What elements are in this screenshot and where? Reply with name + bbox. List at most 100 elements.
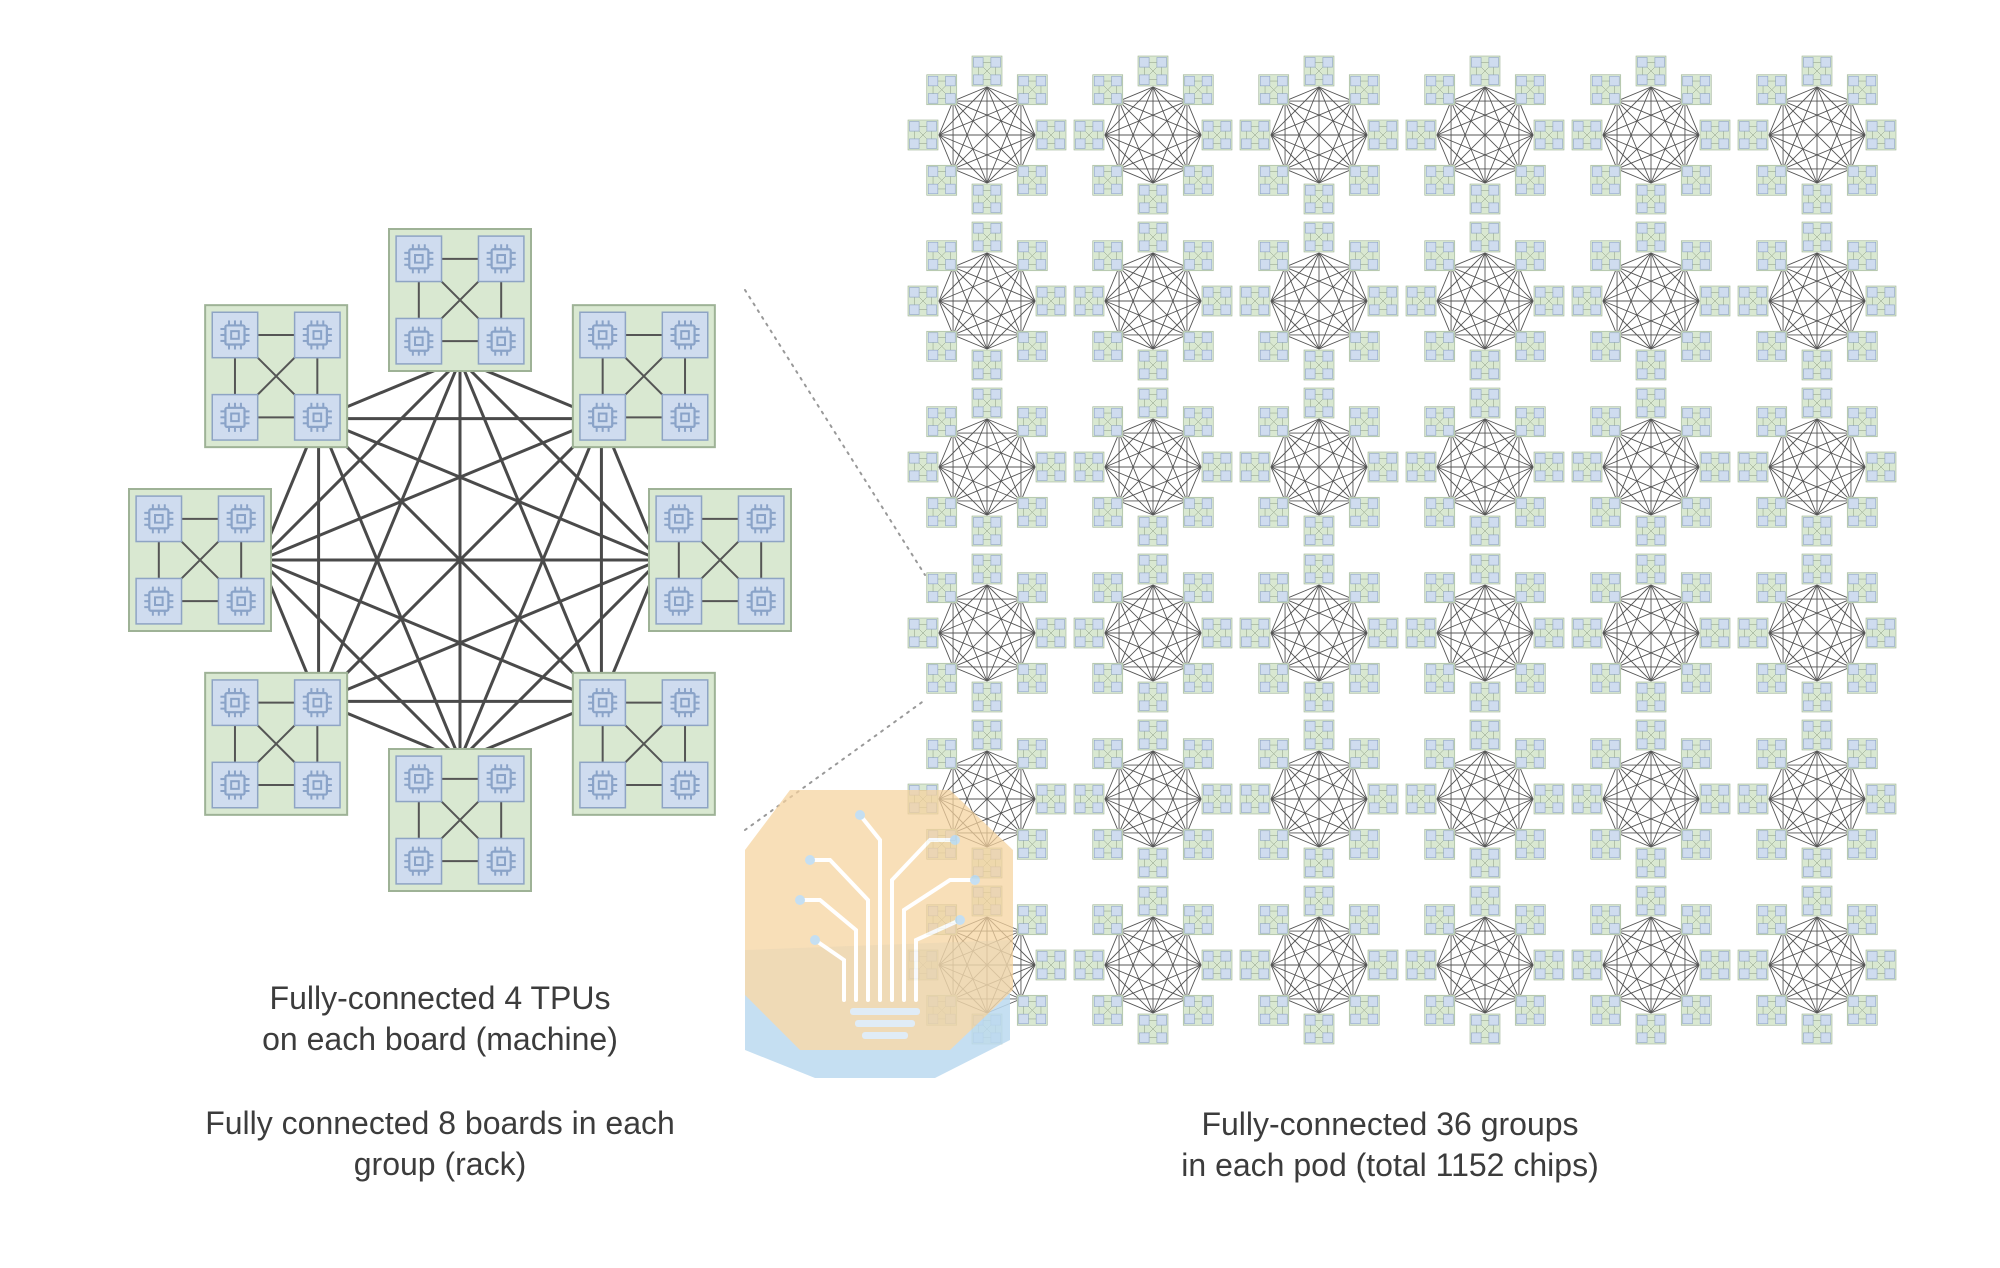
board [1367, 451, 1399, 483]
cpu-chip-icon [973, 185, 984, 196]
edge-line [1616, 168, 1652, 184]
cpu-chip-icon [1367, 241, 1379, 253]
cpu-chip-icon [1756, 453, 1767, 464]
cpu-chip-icon [1386, 453, 1397, 464]
cpu-chip-icon [655, 577, 703, 625]
edge-line [1270, 134, 1286, 170]
cpu-chip-icon [945, 259, 956, 270]
cpu-chip-icon [1637, 223, 1648, 234]
cpu-chip-icon [1093, 923, 1105, 934]
board [204, 304, 349, 449]
cpu-chip-icon [1035, 166, 1047, 177]
cpu-chip-icon [1488, 887, 1499, 898]
edge-line [1186, 598, 1202, 634]
cpu-chip-icon [1590, 138, 1601, 149]
edge-line [1118, 764, 1188, 834]
cpu-chip-icon [1407, 121, 1418, 132]
pod-group [1405, 221, 1565, 381]
edge-line [1318, 584, 1354, 600]
board [1182, 662, 1214, 694]
board [1092, 240, 1124, 272]
cpu-chip-icon [1699, 183, 1711, 195]
cpu-chip-icon [1037, 785, 1048, 796]
cpu-chip-icon [1535, 304, 1546, 315]
board [1239, 783, 1271, 815]
board [1016, 330, 1048, 362]
cpu-chip-icon [1590, 619, 1601, 630]
edge-line [1118, 764, 1202, 800]
rack-group [128, 228, 792, 892]
cpu-chip-icon [1867, 121, 1878, 132]
cpu-chip-icon [1699, 847, 1711, 859]
cpu-chip-icon [1201, 757, 1213, 768]
cpu-chip-icon [1848, 349, 1859, 361]
cpu-chip-icon [945, 757, 956, 768]
edge-line [1650, 168, 1686, 184]
edge-line [1118, 252, 1154, 268]
cpu-chip-icon [990, 572, 1001, 583]
cpu-chip-icon [1425, 93, 1437, 104]
cpu-chip-icon [661, 679, 709, 727]
rack-complete-graph [1270, 584, 1368, 682]
edge-line [1816, 500, 1852, 516]
board [1348, 828, 1380, 860]
cpu-chip-icon [1369, 121, 1380, 132]
board [1137, 349, 1169, 381]
cpu-chip-icon [1018, 923, 1029, 934]
cpu-chip-icon [1305, 351, 1316, 362]
cpu-chip-icon [1035, 573, 1047, 585]
cpu-chip-icon [1277, 407, 1288, 419]
board [1137, 515, 1169, 547]
edge-line [1850, 100, 1866, 136]
cpu-chip-icon [1367, 498, 1379, 509]
board [1303, 553, 1335, 585]
pod-group [1073, 719, 1233, 879]
cpu-chip-icon [990, 351, 1001, 362]
cpu-chip-icon [1018, 183, 1029, 195]
board [1680, 738, 1712, 770]
cpu-chip-icon [1533, 241, 1545, 253]
cpu-chip-icon [990, 185, 1001, 196]
cpu-chip-icon [1803, 904, 1814, 915]
cpu-chip-icon [1682, 830, 1693, 841]
cpu-chip-icon [1156, 683, 1167, 694]
cpu-chip-icon [1184, 923, 1195, 934]
board [1424, 406, 1456, 438]
cpu-chip-icon [1637, 389, 1648, 400]
cpu-chip-icon [1201, 259, 1213, 270]
cpu-chip-icon [1471, 721, 1482, 732]
edge-line [1816, 168, 1852, 184]
board [1514, 496, 1546, 528]
edge-line [1284, 666, 1320, 682]
cpu-chip-icon [1609, 498, 1620, 509]
cpu-chip-icon [1092, 636, 1103, 647]
cpu-chip-icon [1322, 683, 1333, 694]
cpu-chip-icon [909, 636, 920, 647]
cpu-chip-icon [1075, 453, 1086, 464]
cpu-chip-icon [1533, 425, 1545, 436]
cpu-chip-icon [1756, 121, 1767, 132]
cpu-chip-icon [1424, 121, 1435, 132]
cpu-chip-icon [1093, 515, 1105, 527]
cpu-chip-icon [1757, 1013, 1769, 1025]
cpu-chip-icon [1369, 304, 1380, 315]
cpu-chip-icon [1201, 573, 1213, 585]
board [1635, 515, 1667, 547]
cpu-chip-icon [1201, 905, 1213, 917]
cpu-chip-icon [1591, 681, 1603, 693]
cpu-chip-icon [1775, 905, 1786, 917]
cpu-chip-icon [1775, 241, 1786, 253]
cpu-chip-icon [1407, 619, 1418, 630]
cpu-chip-icon [1756, 785, 1767, 796]
cpu-chip-icon [1367, 93, 1379, 104]
edge-line [1616, 764, 1686, 834]
edge-line [986, 500, 1022, 516]
cpu-chip-icon [1093, 681, 1105, 693]
board [907, 119, 939, 151]
board [1801, 515, 1833, 547]
cpu-chip-icon [1533, 830, 1545, 841]
cpu-chip-icon [1718, 138, 1729, 149]
edge-line [952, 764, 1036, 800]
cpu-chip-icon [1820, 849, 1831, 860]
rack-complete-graph [1768, 86, 1866, 184]
